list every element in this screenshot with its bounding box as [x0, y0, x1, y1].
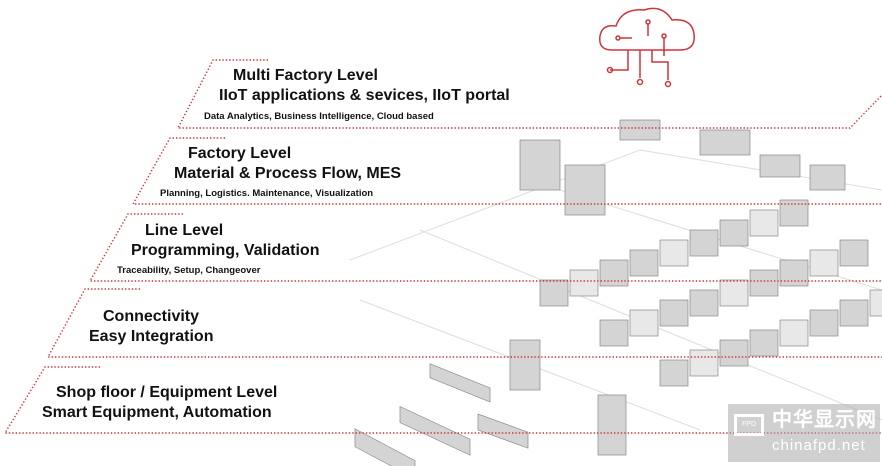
cabinet	[597, 394, 627, 456]
smt-machine	[839, 299, 869, 327]
level-5-subtitle: Smart Equipment, Automation	[42, 404, 272, 421]
level-3-subtitle: Programming, Validation	[131, 242, 320, 259]
level-3-detail: Traceability, Setup, Changeover	[117, 265, 261, 276]
machine	[399, 406, 471, 456]
smt-machine	[749, 209, 779, 237]
smt-machine	[689, 229, 719, 257]
machine	[519, 139, 561, 191]
smt-machine	[809, 249, 839, 277]
smt-machine	[659, 239, 689, 267]
smt-machine	[839, 239, 869, 267]
smt-machine	[779, 199, 809, 227]
cabinet	[509, 339, 541, 391]
machine	[429, 363, 491, 403]
level-2-subtitle: Material & Process Flow, MES	[174, 165, 402, 182]
watermark-cn: 中华显示网	[772, 409, 877, 431]
machine	[564, 164, 606, 216]
smt-machine	[779, 319, 809, 347]
level-1-title: Multi Factory Level	[233, 67, 378, 84]
watermark-en: chinafpd.net	[772, 437, 866, 454]
smt-machine	[629, 249, 659, 277]
smt-machine	[809, 309, 839, 337]
level-1-subtitle: IIoT applications & sevices, IIoT portal	[219, 87, 510, 104]
level-1-detail: Data Analytics, Business Intelligence, C…	[204, 111, 434, 122]
smt-machine	[539, 279, 569, 307]
machine	[619, 119, 661, 141]
level-2-title: Factory Level	[188, 145, 292, 162]
smt-machine	[599, 319, 629, 347]
smt-machine	[659, 299, 689, 327]
level-3-title: Line Level	[145, 222, 224, 239]
level-2-detail: Planning, Logistics. Maintenance, Visual…	[160, 188, 374, 199]
smt-machine	[719, 339, 749, 367]
smt-machine	[749, 329, 779, 357]
machine	[354, 428, 416, 466]
smt-machine	[629, 309, 659, 337]
watermark: FPD 中华显示网 chinafpd.net	[728, 404, 880, 462]
smt-machine	[689, 289, 719, 317]
monitor-icon: FPD	[734, 414, 764, 436]
smt-machine	[719, 219, 749, 247]
smt-machine	[719, 279, 749, 307]
smt-machine	[599, 259, 629, 287]
smt-machine	[869, 289, 882, 317]
machine	[477, 413, 529, 449]
smt-machine	[569, 269, 599, 297]
smt-machine	[659, 359, 689, 387]
machine	[809, 164, 846, 191]
level-4-subtitle: Easy Integration	[89, 328, 214, 345]
machine	[759, 154, 801, 178]
machine	[699, 129, 751, 156]
smt-machine	[689, 349, 719, 377]
smt-machine	[749, 269, 779, 297]
cloud-circuit-icon	[599, 7, 695, 88]
level-4-title: Connectivity	[103, 308, 200, 325]
smt-machine	[779, 259, 809, 287]
level-5-title: Shop floor / Equipment Level	[56, 384, 278, 401]
